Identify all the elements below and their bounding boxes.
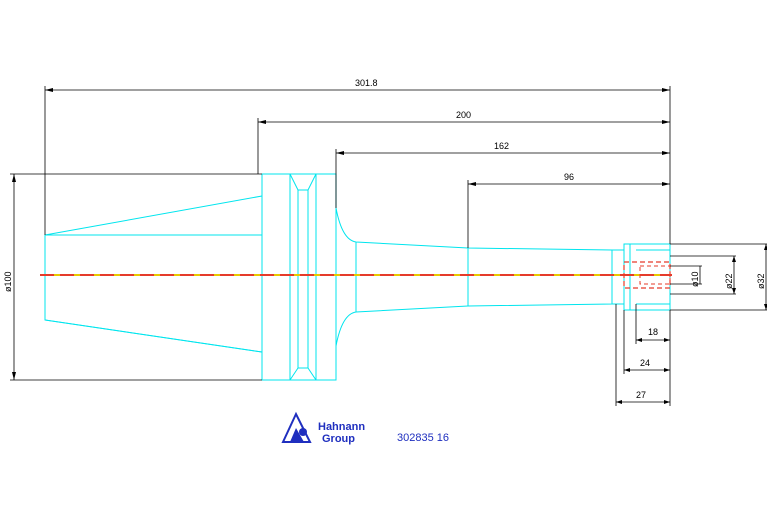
brand-logo: Hahnann Group 302835 16 [281, 411, 449, 445]
taper-lower-edge [44, 319, 263, 353]
bore-inner-hidden [639, 265, 671, 285]
dim-27-text: 27 [636, 390, 646, 400]
dim-dia32-text: ø32 [756, 273, 766, 289]
v-groove-left [289, 173, 299, 381]
tool-outline [44, 173, 671, 381]
dim-24-text: 24 [640, 358, 650, 368]
part-number: 302835 16 [397, 432, 449, 444]
nose-chuck [623, 243, 671, 311]
flange-body [261, 173, 291, 381]
nose-step [611, 249, 625, 305]
haimer-triangle-logo-icon [281, 411, 312, 443]
v-groove-right [307, 173, 317, 381]
dim-dia22-text: ø22 [724, 273, 734, 289]
dim-96-text: 96 [564, 172, 574, 182]
dimension-lines [10, 86, 767, 406]
dim-dia100-text: ø100 [3, 271, 13, 292]
neck-body [335, 207, 613, 347]
arrowheads [12, 88, 767, 404]
taper-shank [44, 174, 263, 380]
dim-dia10-text: ø10 [690, 271, 700, 287]
dim-18-text: 18 [648, 327, 658, 337]
dim-162-text: 162 [494, 141, 509, 151]
taper-upper-edge [44, 195, 263, 236]
dim-200-text: 200 [456, 110, 471, 120]
logo-line-1: Hahnann [318, 421, 365, 433]
collar [315, 173, 337, 381]
dim-overall-text: 301.8 [355, 78, 378, 88]
logo-line-2: Group [322, 433, 355, 445]
centerlines [40, 261, 672, 289]
